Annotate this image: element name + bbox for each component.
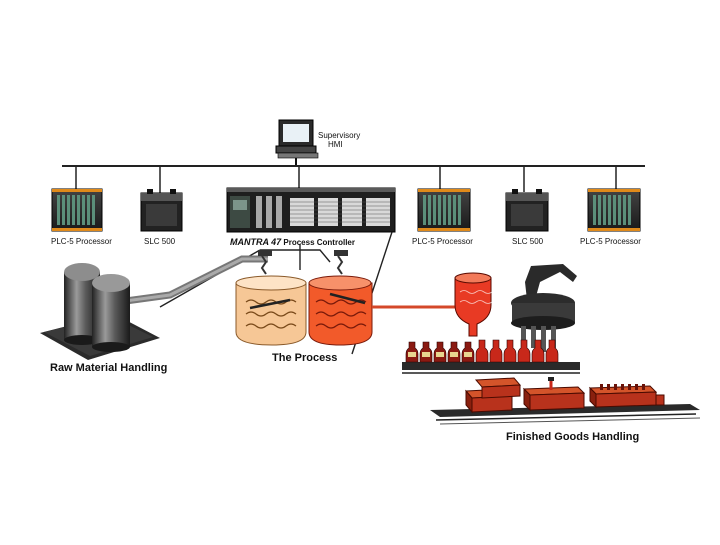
- slc500-left-label: SLC 500: [144, 237, 176, 246]
- network-bus: [62, 165, 645, 193]
- plc5-right-rack-icon: [587, 188, 641, 232]
- bottle-conveyor-icon: [402, 339, 580, 374]
- filling-robot-icon: [511, 264, 577, 352]
- hmi-label-line2: HMI: [328, 140, 343, 150]
- bottle-row: [405, 339, 559, 363]
- process-controller-label: MANTRA 47 Process Controller: [230, 238, 355, 247]
- process-controller-rack-icon: [226, 187, 396, 233]
- raw-material-label: Raw Material Handling: [50, 362, 168, 374]
- mixing-tank-right-icon: [308, 250, 373, 346]
- controller-label-rest: Process Controller: [281, 238, 355, 247]
- hmi-label-line1: Supervisory: [318, 131, 361, 140]
- hmi-label: Supervisory HMI: [318, 131, 368, 149]
- plc5-right-label: PLC-5 Processor: [580, 237, 641, 246]
- hmi-computer-icon: [275, 119, 319, 165]
- process-label: The Process: [272, 352, 338, 364]
- crate-group-1: [464, 377, 522, 414]
- controller-brand: MANTRA 47: [230, 237, 282, 247]
- crate-group-3: [588, 384, 665, 409]
- crate-conveyor-icon: [430, 377, 701, 425]
- plc5-middle-rack-icon: [417, 188, 471, 232]
- raw-material-silos-icon: [40, 255, 268, 360]
- plc5-left-rack-icon: [51, 188, 103, 232]
- slc500-right-label: SLC 500: [512, 237, 544, 246]
- crate-group-2: [522, 377, 586, 412]
- plc5-left-label: PLC-5 Processor: [51, 237, 112, 246]
- finished-goods-label: Finished Goods Handling: [506, 431, 640, 443]
- slc500-left-icon: [140, 189, 183, 232]
- plc5-middle-label: PLC-5 Processor: [412, 237, 473, 246]
- mixing-tank-left-icon: [235, 250, 307, 346]
- filler-flask-icon: [454, 272, 493, 337]
- slc500-right-icon: [505, 189, 549, 232]
